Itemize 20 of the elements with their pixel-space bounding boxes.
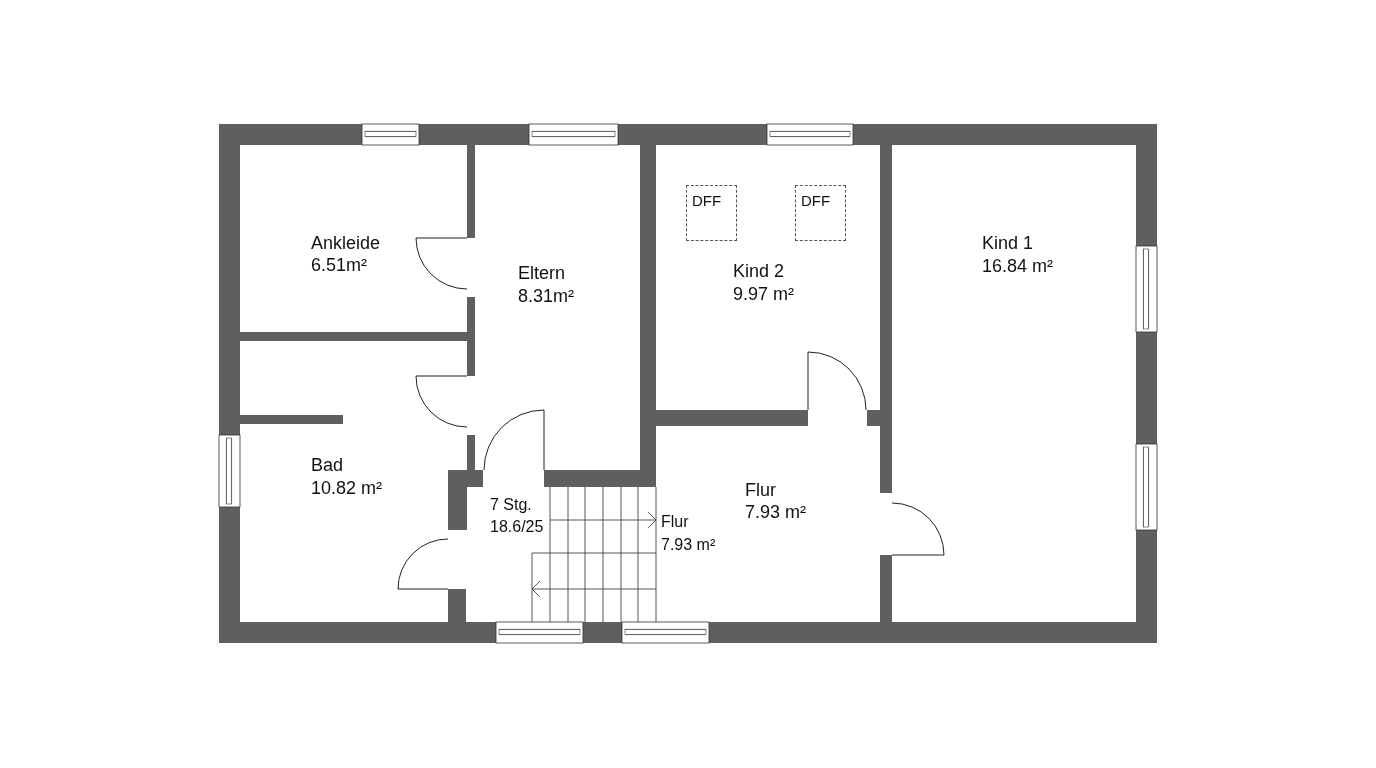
skylight-outline bbox=[686, 185, 737, 241]
room-name: Bad bbox=[311, 456, 344, 474]
room-area: 7.93 m² bbox=[745, 503, 807, 521]
stair-step-count: 7 Stg. bbox=[490, 497, 532, 513]
room-name: Eltern bbox=[518, 264, 566, 282]
room-name: Kind 2 bbox=[733, 262, 785, 280]
room-area: 6.51m² bbox=[311, 256, 368, 274]
skylight-label: DFF bbox=[692, 193, 722, 208]
room-area: 10.82 m² bbox=[311, 479, 383, 497]
room-name: Flur bbox=[661, 514, 689, 530]
skylight-label: DFF bbox=[801, 193, 831, 208]
skylight-outline bbox=[795, 185, 846, 241]
room-area: 9.97 m² bbox=[733, 285, 795, 303]
room-name: Ankleide bbox=[311, 234, 381, 252]
stair-dimensions: 18.6/25 bbox=[490, 519, 544, 535]
room-area: 16.84 m² bbox=[982, 257, 1054, 275]
room-area: 7.93 m² bbox=[661, 537, 716, 553]
room-area: 8.31m² bbox=[518, 287, 575, 305]
room-name: Kind 1 bbox=[982, 234, 1034, 252]
room-name: Flur bbox=[745, 481, 776, 499]
